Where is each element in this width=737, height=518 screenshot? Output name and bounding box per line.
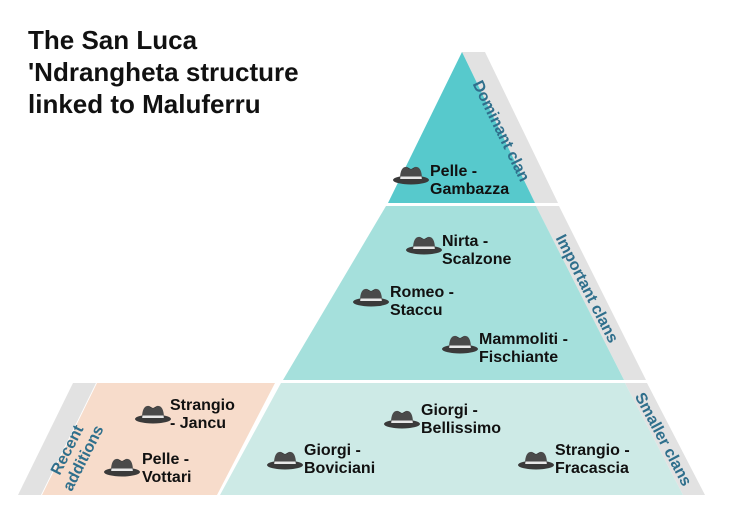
tier-important [283, 206, 624, 380]
clan-name-line-1: Pelle - [142, 451, 190, 468]
clan-strangio-jancu: Strangio - Jancu [170, 397, 235, 433]
clan-name-line-1: Strangio - [555, 442, 630, 459]
side-band-top [462, 52, 558, 203]
clan-giorgi-boviciani: Giorgi - Boviciani [304, 442, 375, 478]
clan-name-line-1: Pelle - [430, 163, 478, 180]
clan-name-line-2: Boviciani [304, 460, 376, 477]
side-band-bottom [625, 383, 705, 495]
clan-nirta-scalzone: Nirta - Scalzone [442, 233, 511, 269]
clan-name-line-2: Gambazza [430, 181, 510, 198]
side-band-recent [18, 383, 96, 495]
page-title: The San Luca 'Ndrangheta structure linke… [28, 24, 388, 120]
clan-name-line-1: Strangio [170, 397, 235, 414]
clan-name-line-2: Staccu [390, 302, 443, 319]
clan-name-line-2: Fischiante [479, 349, 559, 366]
clan-name-line-2: Bellissimo [421, 420, 502, 437]
clan-name-line-1: Nirta - [442, 233, 489, 250]
tier-smaller [220, 383, 683, 495]
title-line-2: 'Ndrangheta structure [28, 57, 299, 87]
tier-dominant [388, 52, 535, 203]
clan-name-line-2: - Jancu [170, 415, 227, 432]
title-line-3: linked to Maluferru [28, 89, 261, 119]
clan-name-line-2: Fracascia [555, 460, 629, 477]
clan-mammoliti-fischiante: Mammoliti - Fischiante [479, 331, 568, 367]
clan-giorgi-bellissimo: Giorgi - Bellissimo [421, 402, 501, 438]
clan-pelle-vottari: Pelle - Vottari [142, 451, 191, 487]
title-line-1: The San Luca [28, 25, 198, 55]
clan-strangio-fracascia: Strangio - Fracascia [555, 442, 630, 478]
clan-pelle-gambazza: Pelle - Gambazza [430, 163, 509, 199]
tier-recent [42, 383, 275, 495]
clan-name-line-1: Mammoliti - [479, 331, 568, 348]
side-band-middle [536, 206, 646, 380]
clan-name-line-1: Giorgi - [304, 442, 361, 459]
clan-romeo-staccu: Romeo - Staccu [390, 284, 454, 320]
clan-name-line-2: Vottari [142, 469, 192, 486]
clan-name-line-1: Romeo - [390, 284, 454, 301]
clan-name-line-2: Scalzone [442, 251, 512, 268]
clan-name-line-1: Giorgi - [421, 402, 478, 419]
